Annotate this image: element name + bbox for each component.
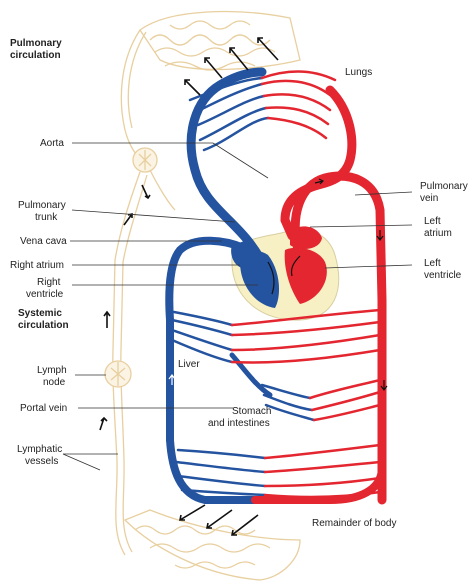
- aorta-leader-angle: [213, 143, 268, 178]
- left-ventricle-label-1: Left: [424, 258, 441, 269]
- lungs-label: Lungs: [345, 67, 372, 78]
- body-out-arrow-3: [232, 515, 258, 535]
- lymph-node-label-2: node: [43, 377, 66, 388]
- lymph-up-arrow-middle: [104, 312, 110, 328]
- lymphatic-leader-1: [63, 454, 100, 470]
- pulmonary-circulation-heading-2: circulation: [10, 50, 61, 61]
- remainder-of-body-label: Remainder of body: [312, 518, 397, 529]
- lymph-node-label-1: Lymph: [37, 365, 67, 376]
- left-atrium-label-2: atrium: [424, 228, 452, 239]
- stomach-intestines-label-1: Stomach: [232, 406, 271, 417]
- systemic-circulation-heading-1: Systemic: [18, 308, 62, 319]
- body-lymph-mesh-outline: [125, 510, 300, 580]
- lymphatic-vessels-label-1: Lymphatic: [17, 444, 62, 455]
- right-ventricle-label-1: Right: [37, 277, 61, 288]
- portal-vein-vessel: [232, 355, 270, 395]
- liver-capillaries-blue: [172, 312, 232, 362]
- liver-label: Liver: [178, 359, 200, 370]
- lymph-up-arrow-lower: [100, 418, 107, 430]
- lymphatic-vessels-label-2: vessels: [25, 456, 58, 467]
- left-atrium-label-1: Left: [424, 216, 441, 227]
- left-ventricle-label-2: ventricle: [424, 270, 462, 281]
- lymph-down-arrow: [142, 185, 150, 198]
- body-capillaries-red: [265, 445, 380, 497]
- right-atrium-label: Right atrium: [10, 260, 64, 271]
- pulmonary-trunk-leader: [72, 210, 235, 222]
- intestine-capillaries-red: [310, 380, 380, 420]
- lung-lymph-mesh: [150, 21, 275, 70]
- systemic-circulation-heading-2: circulation: [18, 320, 69, 331]
- lung-out-arrow-3: [230, 48, 248, 70]
- pulmonary-trunk-label-2: trunk: [35, 212, 58, 223]
- aorta-vessel: [295, 176, 382, 500]
- body-out-arrow-1: [180, 505, 205, 520]
- body-lymph-mesh: [135, 526, 270, 568]
- lung-out-arrow-1: [185, 80, 200, 95]
- portal-vein-label: Portal vein: [20, 403, 67, 414]
- lung-capillaries-blue: [190, 78, 268, 150]
- left-atrium-leader: [310, 225, 412, 227]
- lung-lymph-mesh-outline: [140, 12, 300, 70]
- pulmonary-vein-label-2: vein: [420, 193, 438, 204]
- pulmonary-circulation-heading-1: Pulmonary: [10, 38, 62, 49]
- liver-capillaries-red: [232, 310, 380, 363]
- right-ventricle-label-2: ventricle: [26, 289, 64, 300]
- pulmonary-vein-leader: [355, 192, 412, 195]
- lung-capillaries-red: [262, 72, 335, 139]
- stomach-intestines-label-2: and intestines: [208, 418, 270, 429]
- pulmonary-vein-label-1: Pulmonary: [420, 181, 468, 192]
- aorta-label: Aorta: [40, 138, 64, 149]
- vena-cava-label: Vena cava: [20, 236, 67, 247]
- body-out-arrow-2: [207, 510, 232, 528]
- pulmonary-trunk-label-1: Pulmonary: [18, 200, 66, 211]
